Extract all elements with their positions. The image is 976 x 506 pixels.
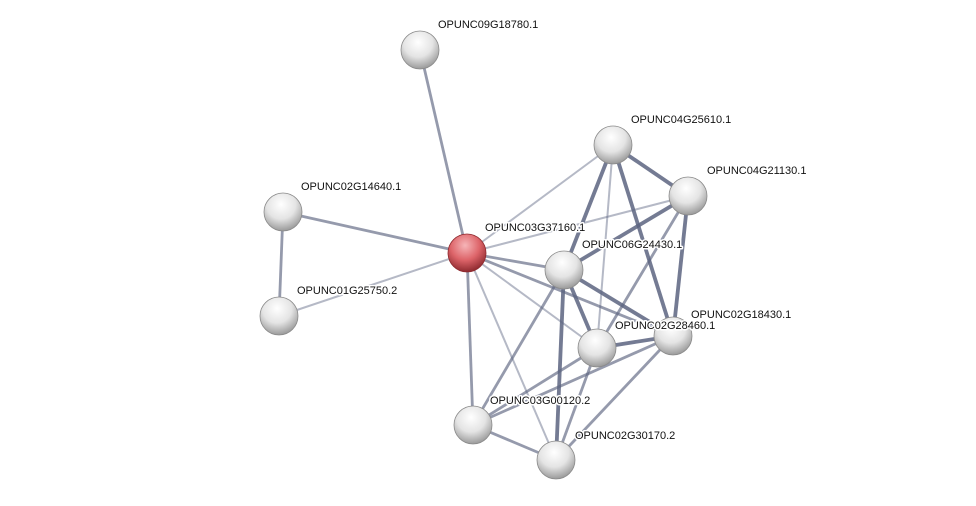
node-opunc03g00120-2[interactable] [453, 405, 493, 445]
node-label: OPUNC04G25610.1 [631, 114, 731, 126]
node-label: OPUNC02G30170.2 [575, 430, 675, 442]
node-opunc09g18780-1[interactable] [400, 30, 440, 70]
node-opunc03g37160-1[interactable] [447, 233, 487, 273]
edge[interactable] [671, 195, 690, 337]
edge[interactable] [554, 269, 566, 461]
edge[interactable] [418, 49, 469, 254]
edge[interactable] [278, 252, 468, 317]
node-label: OPUNC06G24430.1 [582, 239, 682, 251]
node-label: OPUNC02G18430.1 [691, 309, 791, 321]
edge[interactable] [472, 334, 674, 427]
edge[interactable] [595, 195, 690, 349]
edge[interactable] [611, 144, 675, 337]
edge[interactable] [471, 269, 566, 426]
edge[interactable] [466, 195, 689, 254]
edge[interactable] [466, 144, 614, 254]
edge[interactable] [466, 251, 674, 338]
node-opunc04g21130-1[interactable] [668, 176, 708, 216]
edge[interactable] [466, 252, 557, 461]
node-opunc04g25610-1[interactable] [593, 125, 633, 165]
node-label: OPUNC03G00120.2 [490, 395, 590, 407]
node-layer [259, 30, 708, 480]
node-label: OPUNC03G37160.1 [485, 222, 585, 234]
node-label: OPUNC02G28460.1 [615, 320, 715, 332]
edge[interactable] [465, 252, 475, 426]
edge[interactable] [563, 268, 674, 338]
edge[interactable] [472, 346, 598, 427]
node-opunc01g25750-2[interactable] [259, 296, 299, 336]
edge[interactable] [563, 194, 689, 272]
node-label: OPUNC01G25750.2 [297, 285, 397, 297]
node-opunc02g18430-1[interactable] [653, 316, 693, 356]
node-opunc02g14640-1[interactable] [263, 192, 303, 232]
node-label: OPUNC02G14640.1 [301, 181, 401, 193]
edge[interactable] [554, 335, 675, 461]
node-opunc02g30170-2[interactable] [536, 440, 576, 480]
label-layer: OPUNC09G18780.1OPUNC02G14640.1OPUNC01G25… [296, 18, 808, 444]
node-label: OPUNC04G21130.1 [707, 165, 806, 177]
node-opunc06g24430-1[interactable] [544, 250, 584, 290]
edge[interactable] [554, 347, 599, 461]
node-label: OPUNC09G18780.1 [438, 19, 538, 31]
node-opunc02g28460-1[interactable] [577, 328, 617, 368]
edge[interactable] [282, 210, 468, 255]
edge[interactable] [466, 252, 598, 349]
edge[interactable] [562, 144, 615, 271]
